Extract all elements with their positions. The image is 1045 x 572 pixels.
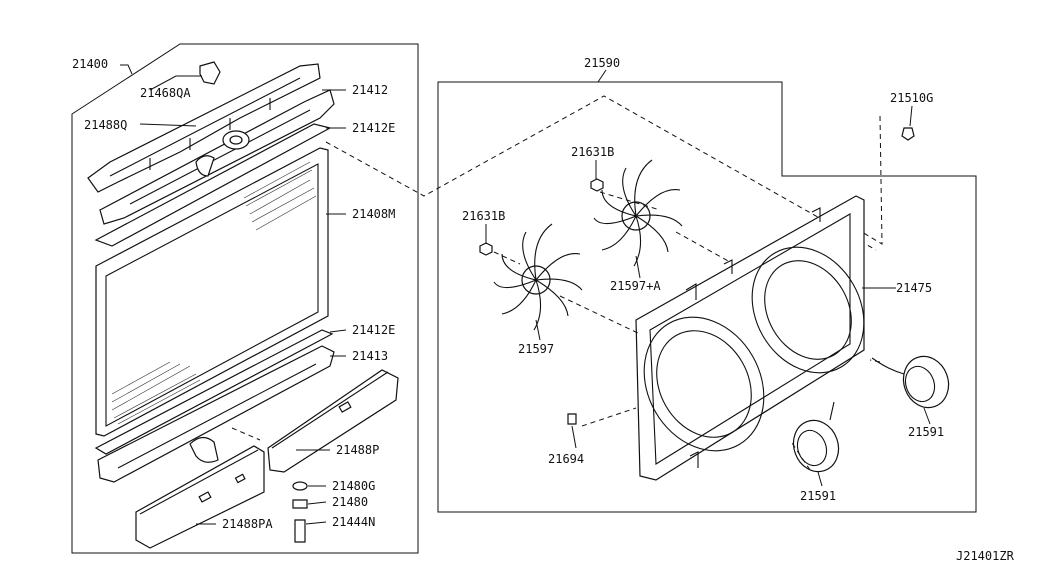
label-21468qa: 21468QA bbox=[140, 86, 191, 100]
fan-motor-21591-right bbox=[871, 355, 950, 409]
fan-21597a bbox=[593, 159, 683, 267]
label-21412e-top: 21412E bbox=[352, 121, 395, 135]
radiator-panel: 21400 21468QA 21488Q 21412 21412E 21408M… bbox=[71, 43, 419, 554]
radiator-core-21408m bbox=[95, 147, 329, 437]
fan-shroud-21475 bbox=[635, 195, 865, 481]
lower-hose-outlet bbox=[189, 436, 219, 463]
label-21400: 21400 bbox=[72, 57, 108, 71]
upper-tank-21412 bbox=[99, 89, 335, 225]
label-21408m: 21408M bbox=[352, 207, 395, 221]
label-21475: 21475 bbox=[896, 281, 932, 295]
label-21694: 21694 bbox=[548, 452, 584, 466]
label-21480g: 21480G bbox=[332, 479, 375, 493]
core-fins bbox=[111, 161, 317, 425]
label-21631b-top: 21631B bbox=[571, 145, 614, 159]
label-21480: 21480 bbox=[332, 495, 368, 509]
label-21597: 21597 bbox=[518, 342, 554, 356]
screw-21694 bbox=[567, 413, 577, 425]
fan-panel-frame bbox=[437, 81, 977, 513]
drain-plug-21480 bbox=[292, 499, 308, 509]
diagram-code: J21401ZR bbox=[956, 549, 1015, 563]
label-21488pa: 21488PA bbox=[222, 517, 273, 531]
label-21590: 21590 bbox=[584, 56, 620, 70]
label-21510g: 21510G bbox=[890, 91, 933, 105]
label-21591-bottom: 21591 bbox=[800, 489, 836, 503]
label-21444n: 21444N bbox=[332, 515, 375, 529]
fan-21597 bbox=[493, 223, 583, 331]
bolt-21510g bbox=[901, 127, 915, 141]
fan-panel: 21590 21510G 21631B 21631B 21597+A 21475… bbox=[437, 56, 977, 513]
fan-motor-21591-bottom bbox=[792, 401, 840, 473]
bracket-21468qa bbox=[199, 61, 221, 85]
side-guard-21488p bbox=[267, 369, 399, 473]
label-21412: 21412 bbox=[352, 83, 388, 97]
drain-gasket-21480g bbox=[292, 481, 308, 491]
nut-21631b-top bbox=[590, 178, 604, 192]
seal-21412e-bottom bbox=[94, 329, 334, 455]
nut-21631b-left bbox=[479, 242, 493, 256]
assembly-dash-line bbox=[325, 95, 877, 251]
label-21413: 21413 bbox=[352, 349, 388, 363]
shroud-ring-left bbox=[643, 316, 765, 452]
upper-hose-outlet bbox=[195, 155, 215, 177]
label-21412e-bottom: 21412E bbox=[352, 323, 395, 337]
label-21488q: 21488Q bbox=[84, 118, 127, 132]
label-21591-right: 21591 bbox=[908, 425, 944, 439]
shroud-ring-right bbox=[751, 246, 865, 374]
radiator-panel-frame bbox=[71, 43, 419, 554]
drain-cock-21444n bbox=[294, 519, 306, 543]
label-21631b-left: 21631B bbox=[462, 209, 505, 223]
label-21597a: 21597+A bbox=[610, 279, 661, 293]
label-21488p: 21488P bbox=[336, 443, 379, 457]
